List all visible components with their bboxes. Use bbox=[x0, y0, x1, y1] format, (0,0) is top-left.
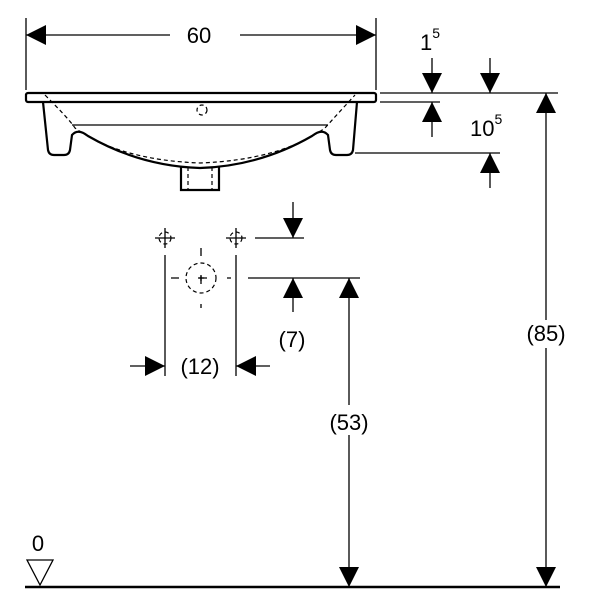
rim-thickness-label: 15 bbox=[420, 25, 440, 55]
floor-level-icon bbox=[25, 559, 55, 587]
tap-height-label: (53) bbox=[329, 410, 368, 435]
tap-holes: (12) (7) (53) bbox=[130, 202, 369, 587]
tap-spacing-label: (12) bbox=[180, 354, 219, 379]
right-dimensions: 15 105 (85) bbox=[355, 25, 566, 587]
floor-level-label: 0 bbox=[32, 531, 44, 556]
width-dimension: 60 bbox=[25, 18, 377, 90]
tap-offset-label: (7) bbox=[279, 327, 306, 352]
washbasin-side-view bbox=[24, 91, 378, 192]
total-height-label: (85) bbox=[526, 321, 565, 346]
width-label: 60 bbox=[187, 23, 211, 48]
floor: 0 bbox=[25, 531, 560, 589]
depth-label: 105 bbox=[470, 111, 502, 141]
